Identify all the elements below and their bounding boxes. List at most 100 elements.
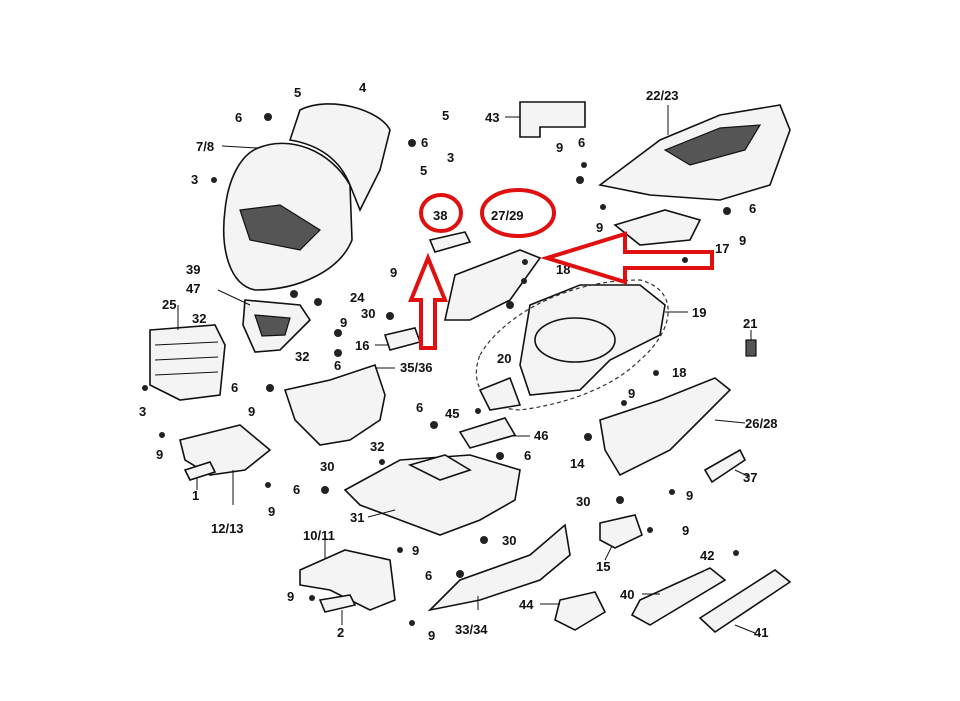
label-46: 46 (534, 428, 548, 443)
label-6: 6 (578, 135, 585, 150)
side-reflector-37-part (703, 448, 751, 484)
label-9: 9 (248, 404, 255, 419)
label-9: 9 (682, 523, 689, 538)
label-33-34: 33/34 (455, 622, 488, 637)
lower-front-cover-part (299, 540, 396, 611)
label-15: 15 (596, 559, 610, 574)
front-lower-panel-part (217, 289, 312, 353)
label-3: 3 (191, 172, 198, 187)
label-6: 6 (749, 201, 756, 216)
label-32: 32 (295, 349, 309, 364)
label-6: 6 (235, 110, 242, 125)
label-32: 32 (370, 439, 384, 454)
label-45: 45 (445, 406, 459, 421)
rear-center-panel-part (613, 209, 702, 246)
label-22-23: 22/23 (646, 88, 679, 103)
up-arrow-icon (408, 252, 448, 350)
label-38: 38 (433, 208, 447, 223)
fastener-21-part (745, 330, 757, 357)
label-9: 9 (428, 628, 435, 643)
under-seat-storage-part (475, 279, 688, 411)
label-9: 9 (628, 386, 635, 401)
label-25: 25 (162, 297, 176, 312)
label-9: 9 (268, 504, 275, 519)
label-17: 17 (715, 241, 729, 256)
label-30: 30 (502, 533, 516, 548)
label-9: 9 (156, 447, 163, 462)
label-35-36: 35/36 (400, 360, 433, 375)
grille-part (149, 305, 226, 401)
label-24: 24 (350, 290, 365, 305)
label-9: 9 (390, 265, 397, 280)
label-4: 4 (359, 80, 367, 95)
circle-highlight-38 (419, 193, 463, 233)
label-21: 21 (743, 316, 757, 331)
reflector-part (318, 594, 357, 625)
label-12-13: 12/13 (211, 521, 244, 536)
left-side-panel-part (179, 424, 272, 505)
label-9: 9 (556, 140, 563, 155)
label-5: 5 (294, 85, 301, 100)
label-47: 47 (186, 281, 200, 296)
label-37: 37 (743, 470, 757, 485)
label-30: 30 (576, 494, 590, 509)
label-32: 32 (192, 311, 206, 326)
red-highlight-annotations (408, 188, 714, 350)
bracket-15-part (599, 514, 643, 561)
label-43: 43 (485, 110, 499, 125)
center-cover-27-29-part (444, 249, 542, 321)
floor-mat-right-part (698, 569, 792, 634)
part-38 (428, 231, 472, 253)
label-19: 19 (692, 305, 706, 320)
label-40: 40 (620, 587, 634, 602)
label-6: 6 (524, 448, 531, 463)
front-shield-part (221, 103, 391, 291)
part-number-labels: 5 4 5 6 6 7/8 3 5 3 43 6 9 22/23 38 27/2… (139, 80, 778, 643)
label-1: 1 (192, 488, 199, 503)
label-10-11: 10/11 (303, 528, 335, 543)
label-9: 9 (596, 220, 603, 235)
label-27-29: 27/29 (491, 208, 524, 223)
rear-side-panel-part (599, 377, 746, 477)
label-18: 18 (672, 365, 686, 380)
inner-cover-part (283, 363, 395, 446)
label-3: 3 (447, 150, 454, 165)
label-9: 9 (412, 543, 419, 558)
circle-highlight-27-29 (480, 188, 556, 238)
left-arrow-icon (540, 231, 714, 285)
clip-plate-16-part (375, 327, 422, 351)
label-2: 2 (337, 625, 344, 640)
label-6: 6 (231, 380, 238, 395)
rear-cowl-part (598, 104, 791, 201)
label-14: 14 (570, 456, 585, 471)
label-5: 5 (420, 163, 427, 178)
fastener-marks (142, 113, 739, 626)
side-skirt-part (427, 523, 571, 612)
label-20: 20 (497, 351, 511, 366)
label-41: 41 (754, 625, 768, 640)
label-30: 30 (320, 459, 334, 474)
battery-cover-part (478, 376, 522, 411)
turn-signal-lens-part (183, 461, 217, 490)
label-26-28: 26/28 (745, 416, 778, 431)
label-31: 31 (350, 510, 364, 525)
label-42: 42 (700, 548, 714, 563)
label-9: 9 (287, 589, 294, 604)
label-6: 6 (293, 482, 300, 497)
pad-46-part (458, 417, 530, 449)
label-9: 9 (686, 488, 693, 503)
label-39: 39 (186, 262, 200, 277)
label-9: 9 (739, 233, 746, 248)
label-6: 6 (421, 135, 428, 150)
cover-plate-44-part (540, 591, 607, 631)
floor-mat-left-part (630, 567, 727, 626)
label-44: 44 (519, 597, 534, 612)
label-7-8: 7/8 (196, 139, 214, 154)
label-6: 6 (416, 400, 423, 415)
label-6: 6 (334, 358, 341, 373)
label-16: 16 (355, 338, 369, 353)
bracket-43-part (505, 101, 586, 138)
label-3: 3 (139, 404, 146, 419)
label-5: 5 (442, 108, 449, 123)
